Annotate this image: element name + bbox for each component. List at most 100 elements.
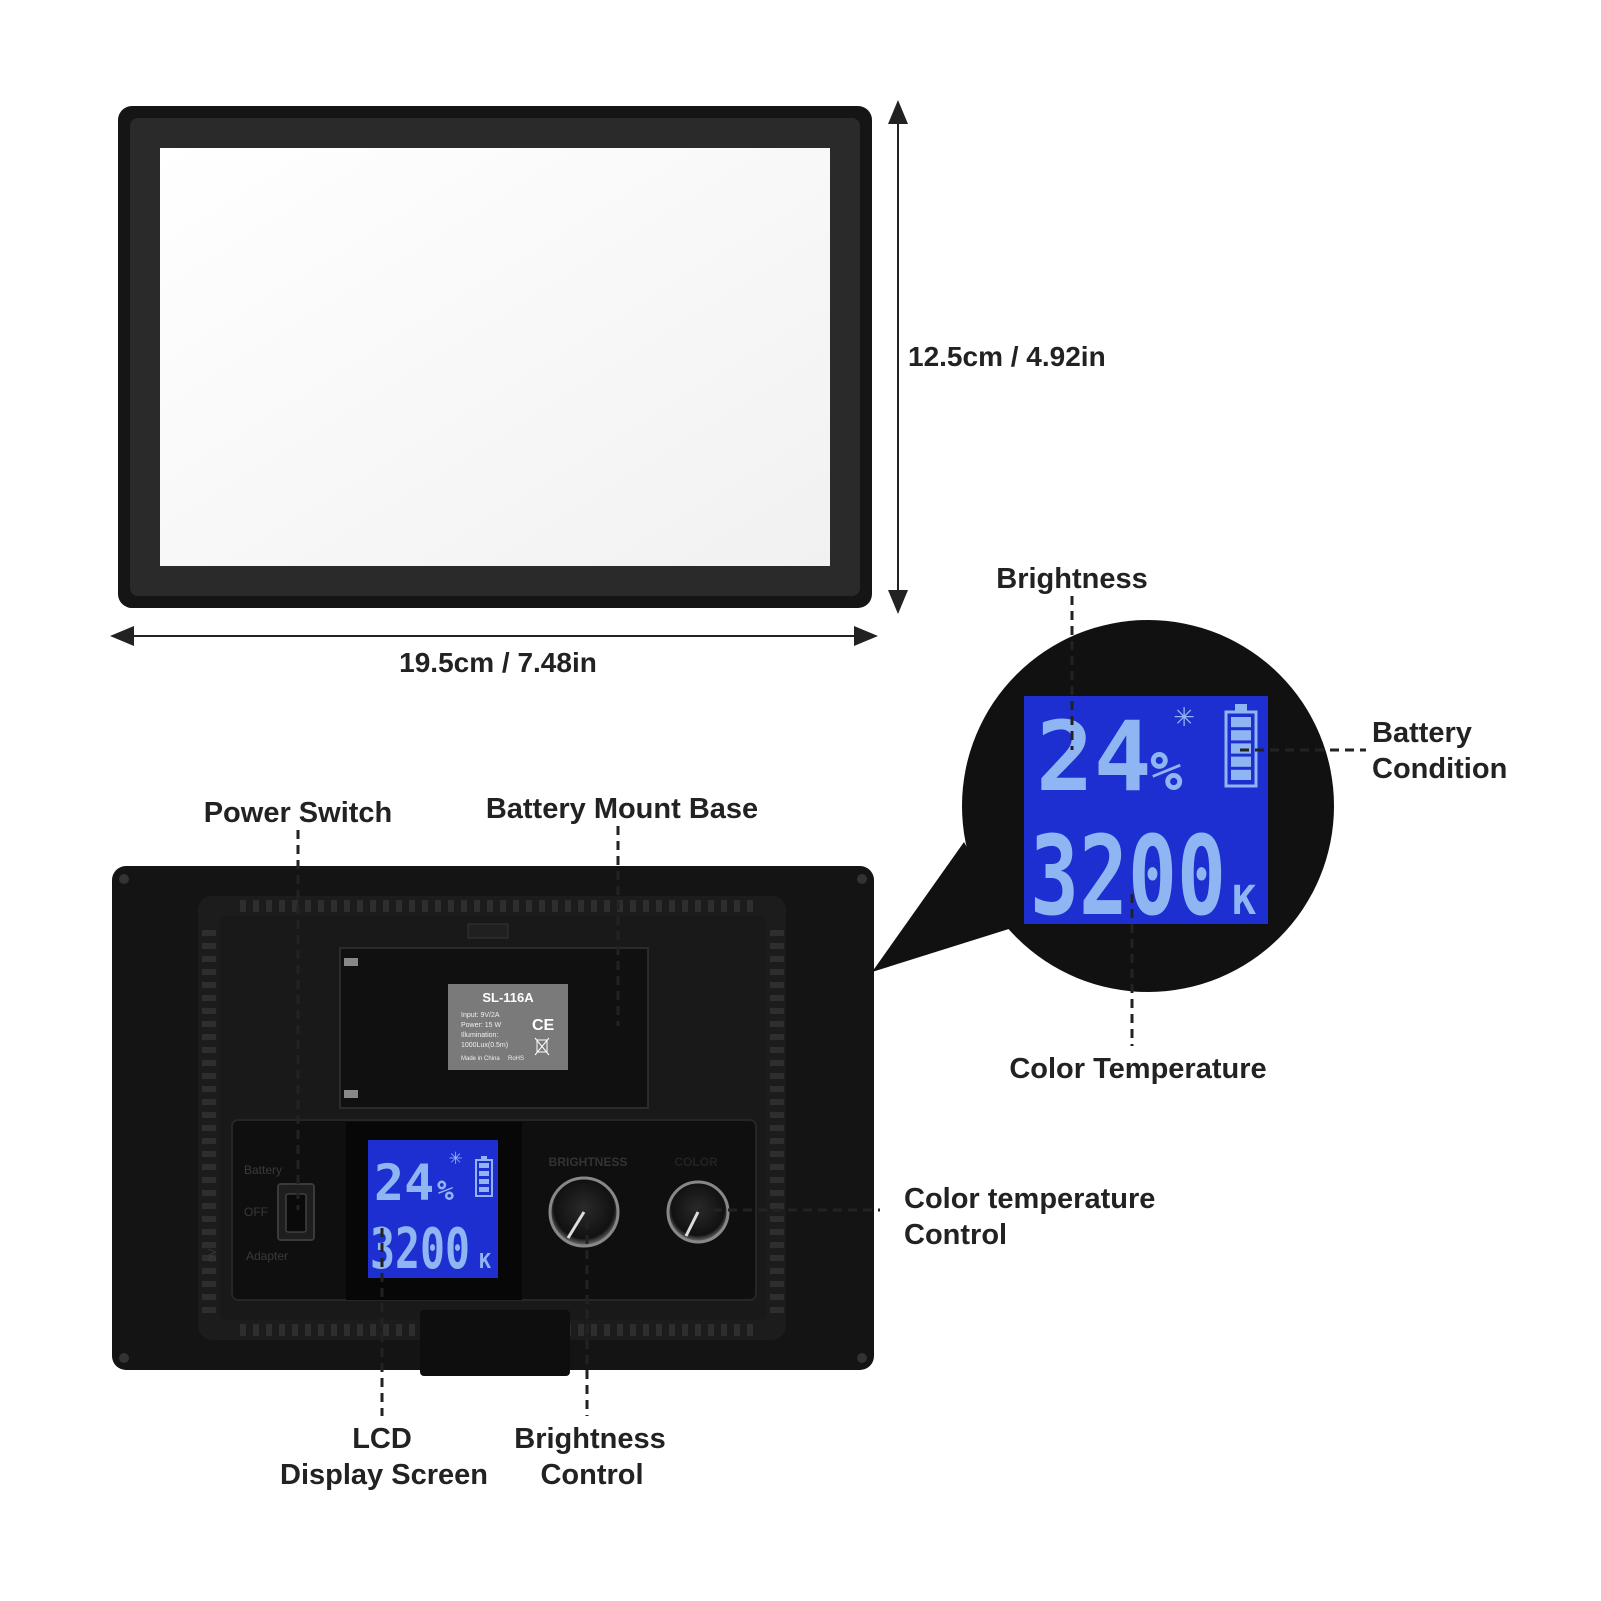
vent-slot bbox=[643, 1324, 649, 1336]
color-temperature-control-label-line2: Control bbox=[904, 1219, 1007, 1251]
vent-slot bbox=[770, 1203, 784, 1209]
vent-slot bbox=[708, 900, 714, 912]
lcd-small-sun-icon: ✳ bbox=[449, 1145, 462, 1170]
vent-slot bbox=[487, 900, 493, 912]
vent-slot bbox=[266, 1324, 272, 1336]
vent-slot bbox=[202, 930, 216, 936]
lcd-label-line2: Display Screen bbox=[280, 1459, 488, 1491]
vent-slot bbox=[202, 956, 216, 962]
spec-input: Input: 9V/2A bbox=[461, 1012, 500, 1019]
vent-slot bbox=[770, 1125, 784, 1131]
vent-slot bbox=[513, 900, 519, 912]
vent-slot bbox=[202, 1281, 216, 1287]
lcd-small-temperature-value: 3200 bbox=[370, 1217, 470, 1282]
vent-slot bbox=[721, 1324, 727, 1336]
vent-slot bbox=[357, 900, 363, 912]
vent-slot bbox=[770, 1034, 784, 1040]
vent-slot bbox=[240, 1324, 246, 1336]
vent-slot bbox=[682, 1324, 688, 1336]
width-dimension: 19.5cm / 7.48in bbox=[110, 626, 878, 678]
vent-slot bbox=[202, 943, 216, 949]
vent-slot bbox=[202, 1203, 216, 1209]
vent-slot bbox=[604, 1324, 610, 1336]
brightness-control-label-line2: Control bbox=[540, 1459, 643, 1491]
battery-level-bar bbox=[479, 1179, 489, 1184]
weee-icon bbox=[534, 1037, 550, 1056]
battery-level-bar bbox=[479, 1187, 489, 1192]
battery-contact bbox=[344, 958, 358, 966]
vent-slot bbox=[318, 900, 324, 912]
vent-slot bbox=[770, 1060, 784, 1066]
vent-slot bbox=[747, 1324, 753, 1336]
battery-latch bbox=[467, 923, 509, 939]
vent-slot bbox=[383, 900, 389, 912]
vent-slot bbox=[770, 1268, 784, 1274]
battery-level-bar bbox=[479, 1171, 489, 1176]
vent-slot bbox=[202, 982, 216, 988]
vent-slot bbox=[202, 1294, 216, 1300]
vent-slot bbox=[770, 1073, 784, 1079]
ce-mark: CE bbox=[532, 1017, 555, 1034]
vent-slot bbox=[474, 900, 480, 912]
vent-slot bbox=[202, 1060, 216, 1066]
knob-color-label: COLOR bbox=[674, 1155, 718, 1169]
vent-slot bbox=[643, 900, 649, 912]
light-panel bbox=[160, 148, 830, 566]
vent-slot bbox=[770, 1255, 784, 1261]
vent-slot bbox=[770, 1281, 784, 1287]
vent-slot bbox=[578, 1324, 584, 1336]
vent-slot bbox=[770, 1047, 784, 1053]
vent-slot bbox=[770, 1151, 784, 1157]
vent-slot bbox=[734, 900, 740, 912]
lcd-small-battery-icon bbox=[475, 1156, 493, 1197]
switch-adapter-label: Adapter bbox=[246, 1249, 288, 1263]
vent-slot bbox=[202, 995, 216, 1001]
lcd-small-brightness-value: 24 bbox=[374, 1154, 434, 1212]
vent-slot bbox=[565, 900, 571, 912]
battery-level-bar bbox=[1231, 769, 1251, 780]
vent-slot bbox=[202, 1177, 216, 1183]
switch-off-label: OFF bbox=[244, 1205, 268, 1219]
vent-slot bbox=[292, 1324, 298, 1336]
width-label: 19.5cm / 7.48in bbox=[399, 647, 597, 678]
screw bbox=[857, 1353, 867, 1363]
battery-mount-label: Battery Mount Base bbox=[486, 793, 758, 825]
vent-slot bbox=[708, 1324, 714, 1336]
color-temperature-control-label-line1: Color temperature bbox=[904, 1183, 1155, 1215]
vent-slot bbox=[734, 1324, 740, 1336]
screw bbox=[119, 874, 129, 884]
vent-slot bbox=[240, 900, 246, 912]
vent-slot bbox=[617, 900, 623, 912]
power-switch-label: Power Switch bbox=[204, 797, 393, 829]
zoom-percent: % bbox=[1150, 740, 1183, 803]
vent-slot bbox=[202, 1268, 216, 1274]
vent-slot bbox=[357, 1324, 363, 1336]
spec-illumination-label: Illumination: bbox=[461, 1032, 498, 1039]
lcd-label-line1: LCD bbox=[352, 1423, 412, 1455]
vent-slot bbox=[630, 900, 636, 912]
vent-slot bbox=[202, 969, 216, 975]
vent-slot bbox=[604, 900, 610, 912]
switch-battery-label: Battery bbox=[244, 1163, 282, 1177]
vent-slot bbox=[770, 1164, 784, 1170]
vent-slot bbox=[202, 1008, 216, 1014]
vent-slot bbox=[770, 1112, 784, 1118]
vent-slot bbox=[770, 982, 784, 988]
brightness-knob-indicator bbox=[566, 1211, 586, 1239]
callout-labels: Power Switch Battery Mount Base LCD Disp… bbox=[204, 563, 1508, 1491]
vent-slot bbox=[202, 1034, 216, 1040]
vent-slot bbox=[409, 1324, 415, 1336]
knob-brightness-label: BRIGHTNESS bbox=[549, 1155, 628, 1169]
vent-slot bbox=[770, 930, 784, 936]
vent-slot bbox=[770, 943, 784, 949]
spec-made-in: Made in China bbox=[461, 1056, 500, 1062]
spec-power: Power: 15 W bbox=[461, 1022, 501, 1029]
vent-slot bbox=[770, 1086, 784, 1092]
back-view: SL-116A Input: 9V/2A Power: 15 W Illumin… bbox=[112, 866, 874, 1376]
vent-slot bbox=[202, 1047, 216, 1053]
vent-slot bbox=[669, 900, 675, 912]
vent-slot bbox=[770, 1177, 784, 1183]
spec-plate: SL-116A Input: 9V/2A Power: 15 W Illumin… bbox=[448, 984, 568, 1070]
vent-slot bbox=[266, 900, 272, 912]
screw bbox=[857, 874, 867, 884]
